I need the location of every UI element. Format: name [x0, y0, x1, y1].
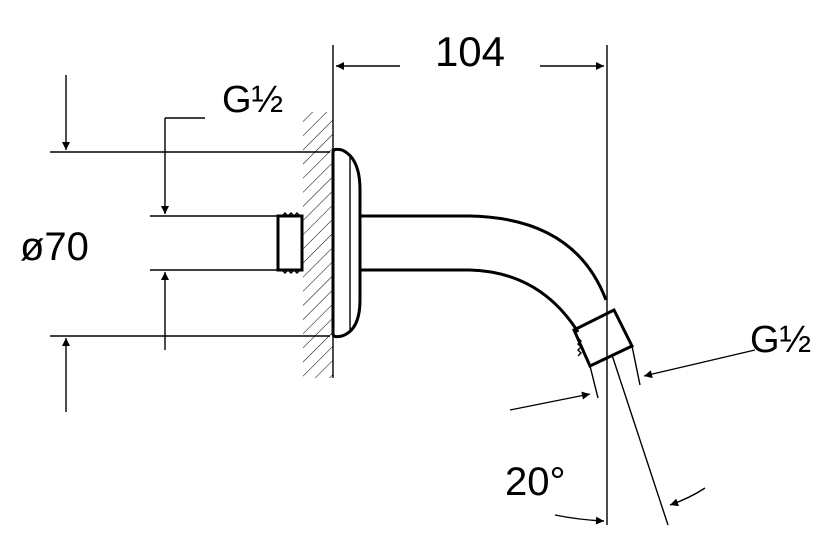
length-label: 104	[435, 28, 505, 75]
diameter-label: ø70	[20, 225, 89, 269]
outlet-thread-label: G½	[750, 319, 811, 361]
angle-dimension	[554, 354, 706, 526]
inlet-thread	[276, 212, 304, 274]
flange-diameter-dimension	[50, 75, 330, 412]
shower-arm	[360, 214, 635, 369]
inlet-thread-dimension	[150, 117, 278, 350]
outlet-thread-dimension	[509, 345, 756, 411]
wall-hatch	[303, 110, 334, 378]
inlet-thread-label: G½	[222, 79, 283, 121]
angle-label: 20°	[505, 460, 566, 504]
length-dimension	[332, 45, 608, 525]
wall-flange	[331, 147, 362, 339]
